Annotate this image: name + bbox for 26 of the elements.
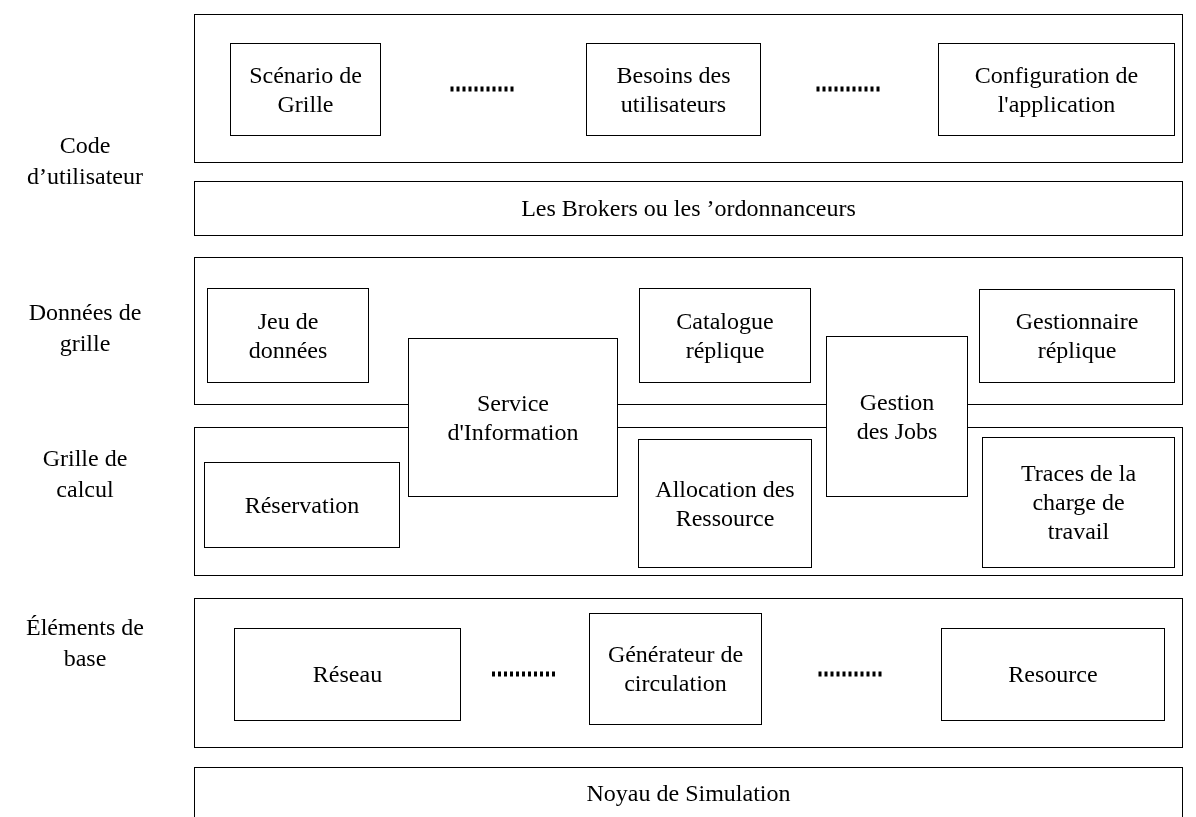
- dotted-connector: [450, 86, 515, 92]
- component-box: Réseau: [234, 628, 461, 721]
- component-box: Configuration de l'application: [938, 43, 1175, 136]
- component-box: Traces de la charge de travail: [982, 437, 1175, 568]
- component-box: Catalogue réplique: [639, 288, 811, 383]
- layer-label: Grille de calcul: [41, 444, 129, 505]
- dotted-connector: [816, 86, 881, 92]
- layer-label: Éléments de base: [25, 613, 145, 674]
- layer-panel: [194, 14, 1183, 163]
- component-box: Allocation des Ressource: [638, 439, 812, 568]
- component-box: Gestionnaire réplique: [979, 289, 1175, 383]
- dotted-connector: [818, 671, 883, 677]
- component-box: Resource: [941, 628, 1165, 721]
- layer-label: Données de grille: [27, 298, 143, 359]
- layer-label: Code d’utilisateur: [26, 131, 144, 192]
- component-box: Besoins des utilisateurs: [586, 43, 761, 136]
- component-box: Générateur de circulation: [589, 613, 762, 725]
- component-box: Jeu de données: [207, 288, 369, 383]
- component-box: Réservation: [204, 462, 400, 548]
- layer-band: Noyau de Simulation: [194, 767, 1183, 817]
- component-box: Gestion des Jobs: [826, 336, 968, 497]
- dotted-connector: [492, 671, 556, 677]
- component-box: Scénario de Grille: [230, 43, 381, 136]
- layer-band: Les Brokers ou les ’ordonnanceurs: [194, 181, 1183, 236]
- layer-panel: [194, 598, 1183, 748]
- component-box: Service d'Information: [408, 338, 618, 497]
